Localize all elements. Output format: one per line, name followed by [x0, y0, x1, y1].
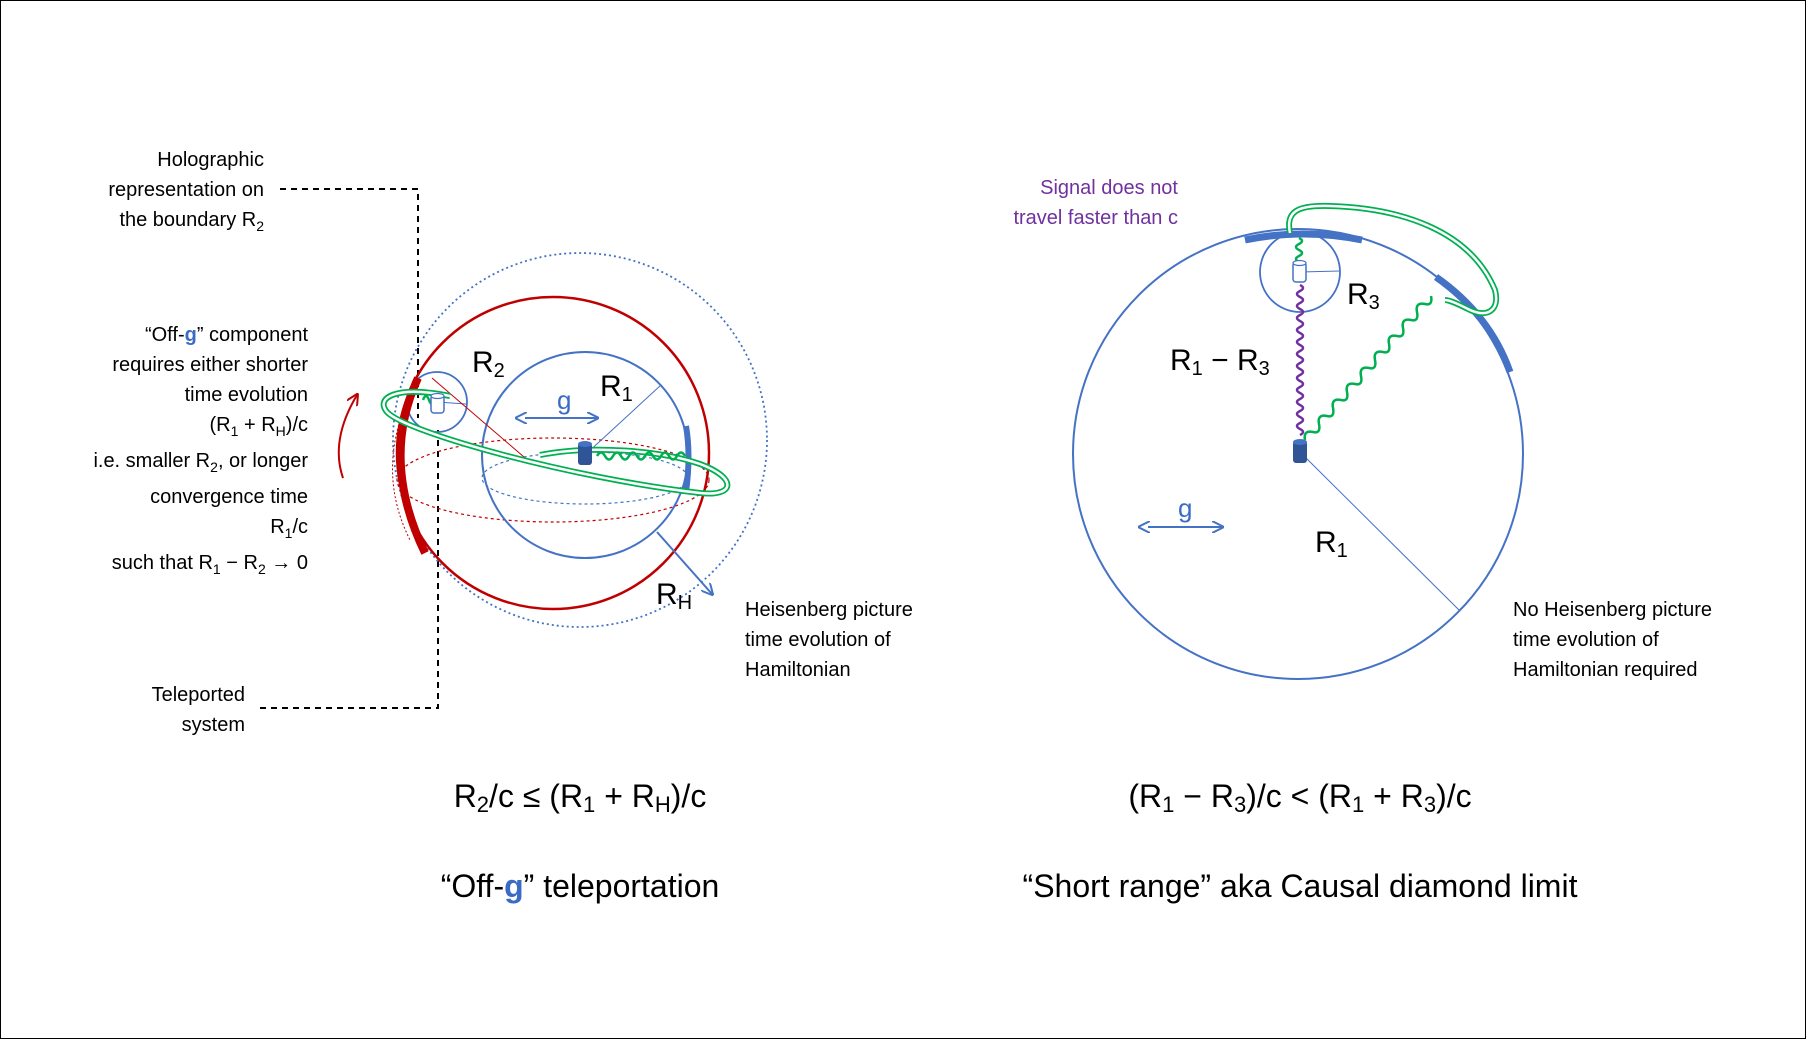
- heisenberg-note-line2: time evolution of: [745, 629, 891, 651]
- label-r1-right: R1: [1315, 526, 1348, 563]
- teleported-label: Teleported system: [100, 680, 245, 740]
- no-heisenberg-note-line1: No Heisenberg picture: [1513, 599, 1712, 621]
- holographic-label-line3: the boundary R2: [119, 209, 264, 234]
- holographic-label-line2: representation on: [108, 179, 264, 201]
- offg-note-line3: time evolution: [184, 384, 308, 406]
- central-particle-right: [1293, 439, 1307, 463]
- no-heisenberg-note-line2: time evolution of: [1513, 629, 1659, 651]
- r1-radius-line: [584, 384, 662, 456]
- r3-link-wave: [1294, 236, 1304, 264]
- boundary-arc-side: [1433, 274, 1514, 374]
- purple-spring: [1295, 283, 1305, 437]
- heisenberg-note: Heisenberg picture time evolution of Ham…: [745, 595, 975, 685]
- label-rh: RH: [656, 578, 693, 615]
- signal-note-line2: travel faster than c: [1013, 207, 1178, 229]
- r1-horizon-circle: [1072, 228, 1524, 680]
- offg-note-line2: requires either shorter: [112, 354, 308, 376]
- teleported-label-line1: Teleported: [151, 684, 245, 706]
- teleported-particle: [430, 392, 445, 414]
- offg-note-line1: “Off-g” component: [144, 324, 308, 346]
- heisenberg-note-line3: Hamiltonian: [745, 659, 851, 681]
- formula-left: R2/c ≤ (R1 + RH)/c: [453, 778, 707, 817]
- holographic-boundary-arc: [396, 376, 429, 555]
- central-particle-left: [578, 441, 592, 465]
- heisenberg-note-line1: Heisenberg picture: [745, 599, 913, 621]
- no-heisenberg-note-line3: Hamiltonian required: [1513, 659, 1698, 681]
- green-orbit-ring: [380, 388, 731, 497]
- rh-arrow: [656, 531, 712, 594]
- label-r3: R3: [1347, 278, 1380, 315]
- holographic-label: Holographic representation on the bounda…: [40, 145, 264, 241]
- label-g-right: g: [1178, 493, 1193, 523]
- formula-right: (R1 − R3)/c < (R1 + R3)/c: [1128, 778, 1472, 817]
- label-r1-minus-r3: R1 − R3: [1170, 344, 1270, 381]
- right-diagram: [1072, 202, 1524, 680]
- entanglement-wave-right: [1303, 295, 1433, 441]
- teleported-label-line2: system: [181, 714, 245, 736]
- no-heisenberg-note: No Heisenberg picture time evolution of …: [1513, 595, 1773, 685]
- offg-note-line6: convergence time: [150, 486, 308, 508]
- r1-boundary-segment: [683, 425, 692, 493]
- signal-note-line1: Signal does not: [1040, 177, 1178, 199]
- boundary-arc-top: [1244, 230, 1363, 244]
- offg-note-line4: (R1 + RH)/c: [209, 414, 309, 439]
- label-g-left: g: [557, 385, 572, 415]
- r1-radius-line-right: [1299, 451, 1460, 611]
- caption-right: “Short range” aka Causal diamond limit: [1022, 868, 1578, 904]
- signal-note: Signal does not travel faster than c: [960, 173, 1178, 233]
- offg-note: “Off-g” component requires either shorte…: [20, 320, 308, 584]
- caption-left: “Off-g” teleportation: [440, 868, 720, 904]
- r2-equator: [396, 437, 710, 523]
- teleported-leader-line: [260, 430, 439, 709]
- r3-particle: [1292, 259, 1307, 283]
- label-r2: R2: [472, 346, 505, 383]
- left-diagram: [260, 188, 768, 709]
- rotation-arrow: [337, 395, 357, 479]
- holographic-label-line1: Holographic: [157, 149, 264, 171]
- offg-note-line7: R1/c: [270, 516, 308, 541]
- r2-radius-line: [431, 377, 532, 464]
- offg-note-line5: i.e. smaller R2, or longer: [93, 450, 308, 475]
- signal-loop: [1286, 202, 1500, 317]
- horizon-circle-RH: [392, 252, 768, 628]
- holographic-leader-line: [280, 188, 419, 418]
- offg-note-line8: such that R1 − R2 → 0: [111, 552, 308, 577]
- label-r1-left: R1: [600, 370, 633, 407]
- entanglement-wave-left: [595, 451, 687, 461]
